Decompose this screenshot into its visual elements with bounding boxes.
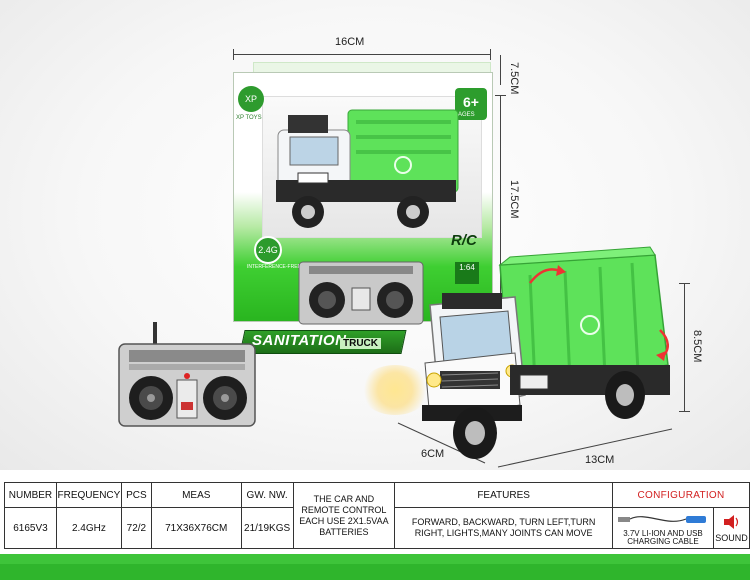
scale-badge: 1:64 [455, 262, 479, 284]
dim-line-box-height [500, 95, 501, 320]
packaged-remote-image [298, 261, 424, 325]
box-depth-label: 7.5CM [508, 62, 520, 95]
batteries-cell: THE CAR AND REMOTE CONTROL EACH USE 2X1.… [292, 482, 396, 549]
rc-label: R/C [451, 232, 477, 249]
header-configuration: CONFIGURATION [612, 482, 750, 508]
brand-sub: XP TOYS [236, 115, 262, 121]
dim-line-box-depth [500, 55, 501, 85]
dim-line-truck-height [684, 283, 685, 411]
usb-cable-icon [617, 515, 706, 523]
config-cable-cell: 3.7V LI-ION AND USB CHARGING CABLE [612, 507, 714, 549]
cell-meas: 71X36X76CM [150, 507, 242, 549]
sound-icon [724, 514, 739, 529]
header-pcs: PCS [120, 482, 152, 508]
headlight-glow [360, 365, 430, 415]
cell-gw-nw: 21/19KGS [240, 507, 294, 549]
header-features: FEATURES [394, 482, 614, 508]
header-frequency: FREQUENCY [55, 482, 122, 508]
cell-frequency: 2.4GHz [55, 507, 122, 549]
cell-pcs: 72/2 [120, 507, 152, 549]
banner-title: SANITATION [252, 332, 347, 349]
truck-length-label: 13CM [585, 454, 615, 466]
sound-label: SOUND [715, 532, 748, 543]
truck-depth-label: 6CM [421, 448, 445, 460]
bottom-green-bar-dark [0, 564, 750, 580]
garbage-truck-image [422, 246, 670, 459]
box-width-label: 16CM [335, 36, 365, 48]
frequency-badge: 2.4G [254, 236, 282, 264]
packaged-truck-image [276, 109, 459, 228]
header-gw-nw: GW. NW. [240, 482, 294, 508]
config-sound-cell: SOUND [712, 507, 750, 549]
dim-tick [233, 49, 234, 60]
cell-number: 6165V3 [4, 507, 57, 549]
banner-sub: TRUCK [340, 338, 381, 349]
age-badge: 6+ [455, 88, 487, 120]
brand-logo-icon: XP [238, 86, 264, 112]
truck-height-label: 8.5CM [691, 330, 703, 363]
dim-tick [490, 49, 491, 60]
box-height-label: 17.5CM [508, 180, 520, 219]
frequency-badge-sub: INTERFERENCE-FREE [247, 264, 301, 270]
dim-tick [679, 283, 690, 284]
dim-tick [495, 95, 506, 96]
dim-tick [679, 411, 690, 412]
header-meas: MEAS [150, 482, 242, 508]
cell-features: FORWARD, BACKWARD, TURN LEFT,TURN RIGHT,… [394, 507, 614, 549]
remote-control-image [118, 322, 256, 427]
header-number: NUMBER [4, 482, 57, 508]
cable-text: 3.7V LI-ION AND USB CHARGING CABLE [623, 528, 703, 546]
dim-line-box-width [233, 54, 491, 55]
age-sub: AGES [458, 112, 475, 118]
spec-table: NUMBER FREQUENCY PCS MEAS GW. NW. THE CA… [4, 482, 750, 549]
